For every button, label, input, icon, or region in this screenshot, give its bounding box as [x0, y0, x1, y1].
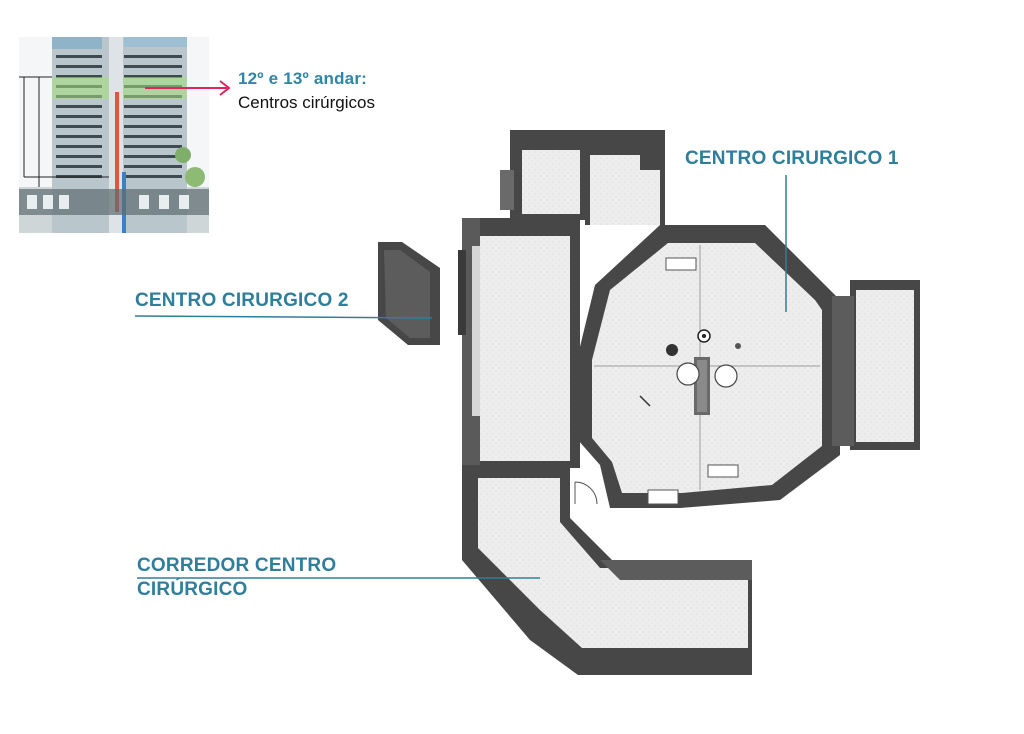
upper-rooms: [500, 130, 665, 225]
room-centro-cirurgico-2: [458, 218, 580, 468]
exterior-block-right: [832, 280, 920, 450]
exterior-block-left: [378, 242, 440, 345]
label-corredor-line-2: CIRÚRGICO: [137, 579, 248, 600]
corridor-centro-cirurgico: [462, 465, 752, 675]
label-corredor-centro-cirurgico: CORREDOR CENTRO CIRÚRGICO: [137, 554, 336, 602]
floor-subtitle: Centros cirúrgicos: [238, 93, 375, 112]
label-corredor-line-1: CORREDOR CENTRO: [137, 555, 337, 576]
callout-arrow: [145, 80, 231, 96]
surgical-equipment: [639, 329, 741, 415]
floor-title: 12º e 13º andar:: [238, 69, 368, 88]
label-centro-cirurgico-2: CENTRO CIRURGICO 2: [135, 290, 349, 311]
label-centro-cirurgico-1: CENTRO CIRURGICO 1: [685, 148, 899, 169]
leader-line-centro-2: [134, 315, 433, 319]
building-section-thumbnail: [19, 37, 209, 233]
